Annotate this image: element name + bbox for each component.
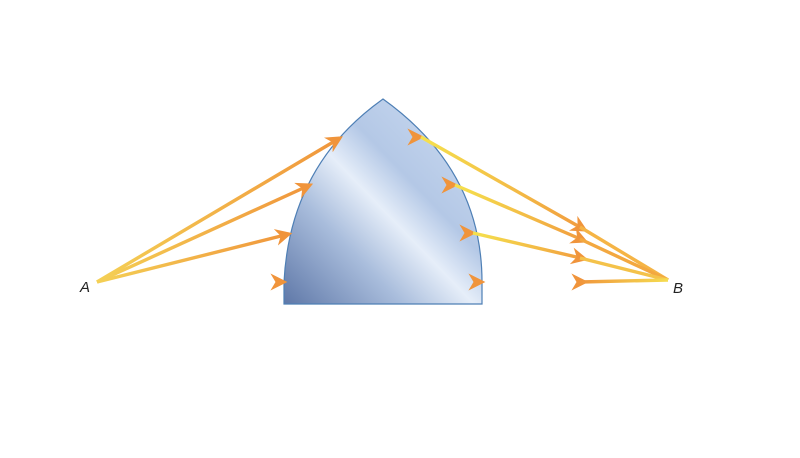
emergent-ray-2-b — [579, 237, 669, 282]
emergent-ray-4-b — [579, 278, 669, 284]
emergent-rays — [420, 135, 669, 291]
emergent-ray-3-a — [472, 231, 589, 265]
emergent-ray-1-b — [579, 225, 669, 282]
incident-ray-3 — [96, 229, 293, 284]
emergent-ray-3-b — [579, 256, 669, 282]
emergent-ray-1-a — [420, 135, 588, 232]
point-a-label: A — [79, 279, 90, 296]
lens-body — [283, 98, 483, 305]
emergent-ray-2-a — [454, 183, 589, 244]
incident-ray-2 — [96, 182, 314, 284]
point-b-label: B — [673, 280, 683, 297]
incident-ray-1 — [96, 136, 343, 284]
refracted-rays-inside — [284, 128, 486, 291]
incident-rays — [96, 136, 343, 291]
